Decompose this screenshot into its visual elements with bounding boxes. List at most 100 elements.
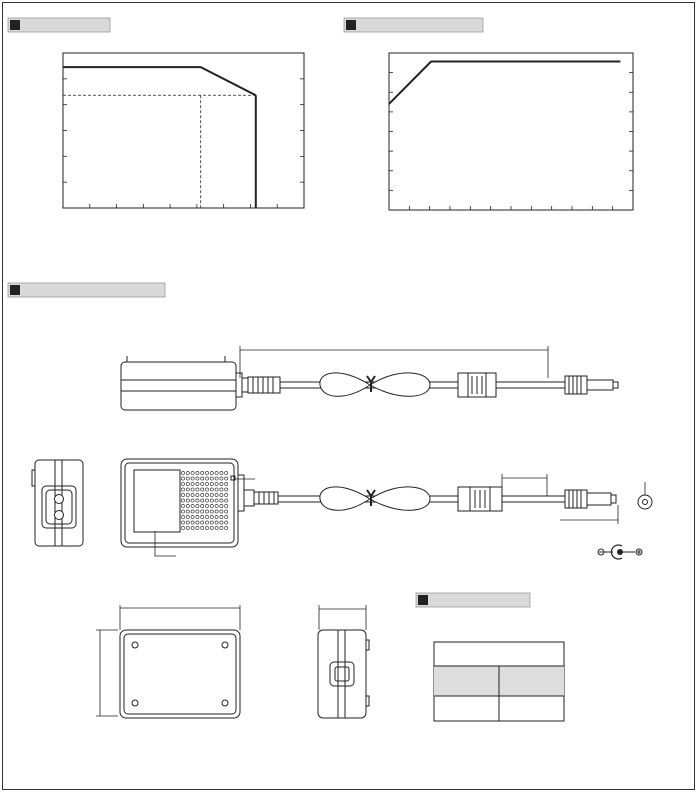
vent-hole: [214, 493, 219, 497]
vent-hole: [224, 515, 229, 519]
vent-hole: [200, 476, 205, 481]
vent-hole: [205, 471, 209, 475]
vent-hole: [209, 509, 214, 514]
adapter-top-view: [120, 458, 255, 557]
vent-hole: [181, 520, 185, 525]
vent-hole: [181, 526, 185, 530]
section-label-mechanical: [7, 282, 166, 298]
vent-hole: [205, 526, 209, 530]
vent-hole: [195, 520, 200, 525]
vent-hole: [195, 471, 200, 475]
vent-hole: [224, 476, 229, 481]
vent-hole: [214, 471, 219, 475]
vent-hole: [190, 526, 195, 530]
vent-hole: [219, 526, 224, 530]
vent-hole: [209, 520, 214, 525]
vent-hole-grid: [181, 471, 229, 530]
vent-hole: [214, 520, 219, 525]
vent-hole: [190, 487, 195, 492]
section-label-table: [415, 592, 531, 608]
vent-hole: [209, 471, 214, 475]
vent-hole: [195, 498, 200, 503]
vent-hole: [205, 515, 209, 519]
vent-hole: [224, 520, 229, 525]
series-line: [388, 60, 621, 105]
dc-plug: [564, 375, 619, 395]
vent-hole: [209, 526, 214, 530]
strain-relief: [247, 376, 281, 394]
vent-hole: [224, 482, 229, 486]
vent-hole: [224, 526, 229, 530]
vent-hole: [205, 493, 209, 497]
vent-hole: [195, 482, 200, 486]
dc-plug: [564, 489, 617, 509]
vent-hole: [190, 493, 195, 497]
vent-hole: [185, 504, 190, 508]
adapter-end-view: [31, 459, 84, 547]
vent-hole: [185, 487, 190, 492]
vent-hole: [209, 476, 214, 481]
section-label-efficiency: [343, 17, 484, 33]
vent-hole: [209, 482, 214, 486]
vent-hole: [219, 482, 224, 486]
vent-hole: [181, 471, 185, 475]
vent-hole: [224, 493, 229, 497]
vent-hole: [205, 504, 209, 508]
vent-hole: [209, 493, 214, 497]
vent-hole: [205, 509, 209, 514]
vent-hole: [200, 493, 205, 497]
vent-hole: [185, 471, 190, 475]
vent-hole: [181, 515, 185, 519]
vent-hole: [185, 493, 190, 497]
vent-hole: [190, 482, 195, 486]
vent-hole: [219, 476, 224, 481]
adapter-side-view: [120, 356, 249, 411]
vent-hole: [185, 515, 190, 519]
vent-hole: [185, 509, 190, 514]
efficiency-chart: [388, 52, 634, 211]
section-label-derating: [7, 17, 111, 33]
vent-hole: [219, 493, 224, 497]
vent-hole: [219, 515, 224, 519]
vent-hole: [190, 504, 195, 508]
vent-hole: [181, 498, 185, 503]
vent-hole: [200, 515, 205, 519]
adapter-bottom-view: [96, 605, 241, 719]
vent-hole: [205, 482, 209, 486]
vent-hole: [200, 482, 205, 486]
vent-hole: [195, 476, 200, 481]
vent-hole: [195, 487, 200, 492]
vent-hole: [195, 509, 200, 514]
vent-hole: [181, 504, 185, 508]
vent-hole: [214, 482, 219, 486]
vent-hole: [214, 504, 219, 508]
vent-hole: [205, 498, 209, 503]
vent-hole: [181, 476, 185, 481]
vent-hole: [185, 476, 190, 481]
vent-hole: [190, 515, 195, 519]
plug-length-dimension: [560, 505, 619, 524]
vent-hole: [181, 493, 185, 497]
vent-hole: [181, 509, 185, 514]
vent-hole: [200, 504, 205, 508]
spec-table: [433, 641, 565, 722]
vent-hole: [195, 515, 200, 519]
vent-hole: [185, 498, 190, 503]
cable-coil: [319, 372, 431, 397]
plot-frame: [62, 52, 305, 209]
ac-inlet-icon: [54, 494, 64, 520]
vent-hole: [200, 487, 205, 492]
series-line: [63, 66, 257, 97]
vent-hole: [190, 471, 195, 475]
vent-hole: [200, 526, 205, 530]
vent-hole: [200, 471, 205, 475]
vent-hole: [185, 526, 190, 530]
vent-hole: [214, 515, 219, 519]
vent-hole: [205, 487, 209, 492]
cable-length-dimension: [239, 346, 549, 378]
vent-hole: [205, 520, 209, 525]
vent-hole: [224, 509, 229, 514]
vent-hole: [181, 482, 185, 486]
vent-hole: [214, 526, 219, 530]
